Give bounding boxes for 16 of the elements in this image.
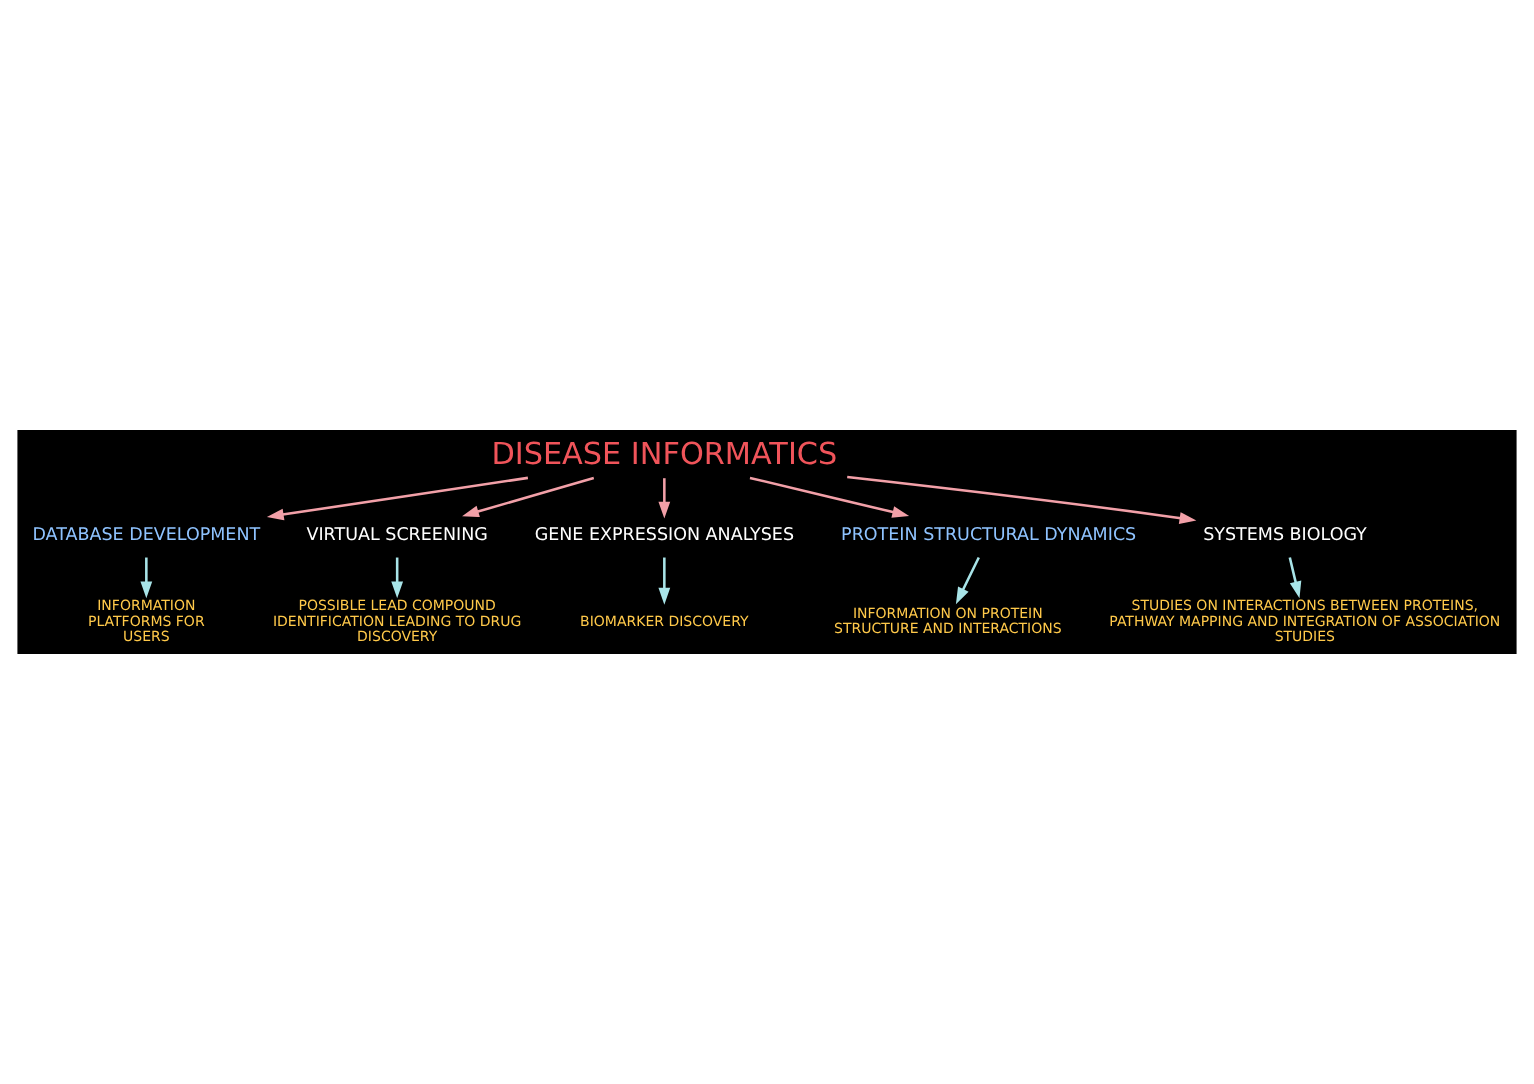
arrow <box>462 476 595 518</box>
arrow <box>749 476 910 518</box>
node-text: PROTEIN STRUCTURAL DYNAMICS <box>841 526 1137 547</box>
node-text: SYSTEMS BIOLOGY <box>1203 526 1367 547</box>
node-text: DISEASE INFORMATICS <box>491 435 838 472</box>
node-text: GENE EXPRESSION ANALYSES <box>534 526 795 547</box>
arrow <box>658 478 671 519</box>
arrow <box>658 557 671 605</box>
arrow <box>847 475 1197 524</box>
arrow <box>1288 557 1302 599</box>
arrow <box>391 557 404 599</box>
arrow <box>266 476 529 521</box>
node-text: DATABASE DEVELOPMENT <box>32 526 261 547</box>
node-text: VIRTUAL SCREENING <box>306 526 488 547</box>
arrow <box>955 556 980 605</box>
arrow <box>140 557 153 599</box>
